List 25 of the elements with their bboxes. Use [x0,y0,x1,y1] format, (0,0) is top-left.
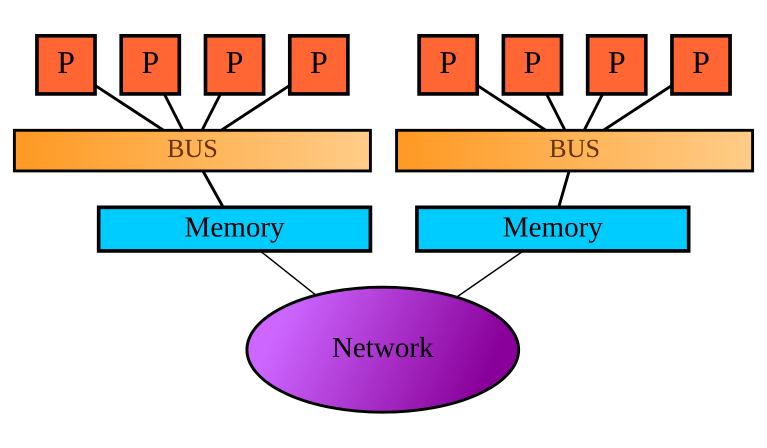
connector [583,94,604,130]
node-box: P [35,34,97,96]
node-box: BUS [12,128,372,172]
node-box: P [288,34,350,96]
connector [200,94,222,130]
connector [202,170,224,208]
connector [260,250,316,296]
connector [476,84,546,132]
connector [94,84,164,132]
node-box: Memory [96,205,372,253]
node-box: P [502,34,564,96]
node-box: P [119,34,182,96]
node-box: P [204,34,266,96]
connector [163,94,184,130]
connector [456,250,524,298]
connector [545,94,566,130]
node-box: P [586,34,648,96]
node-ellipse: Network [245,286,520,414]
node-box: P [417,34,480,96]
connector [557,170,570,208]
node-box: BUS [395,128,754,172]
node-box: P [670,34,732,96]
node-box: Memory [415,205,690,253]
connector [220,84,290,132]
connector [602,84,672,132]
